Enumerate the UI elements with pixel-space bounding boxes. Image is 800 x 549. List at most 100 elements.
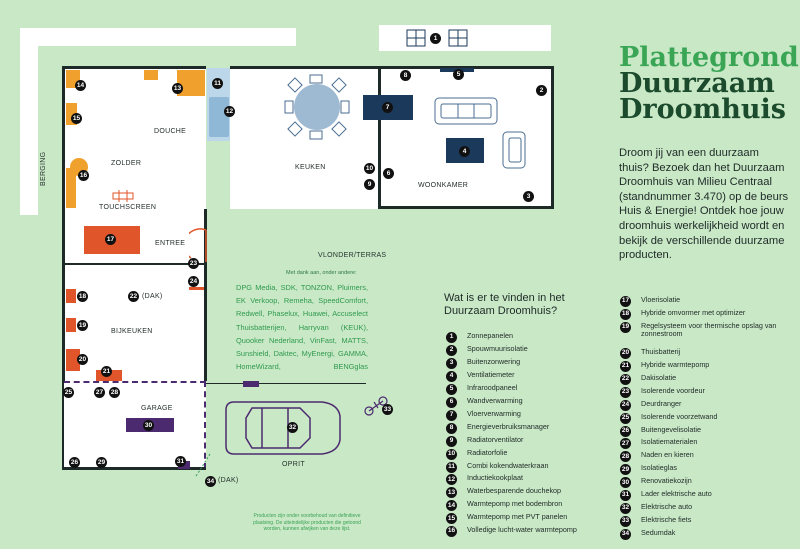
marker-29: 29 bbox=[96, 457, 107, 468]
legend-label: Wandverwarming bbox=[467, 395, 523, 405]
sponsors-list: DPG Media, SDK, TONZON, Pluimers, EK Ver… bbox=[236, 283, 368, 372]
room-vlonder: VLONDER/TERRAS bbox=[318, 252, 387, 259]
legend-label: Elektrische auto bbox=[641, 502, 693, 512]
legend-label: Dakisolatie bbox=[641, 372, 677, 382]
legend-number: 33 bbox=[620, 516, 631, 528]
dining-table bbox=[294, 84, 340, 130]
legend-label: Volledige lucht-water warmtepomp bbox=[467, 525, 577, 535]
marker-16: 16 bbox=[78, 170, 89, 181]
zolder-unit-13b bbox=[144, 70, 158, 80]
legend-number: 7 bbox=[446, 409, 457, 421]
legend-label: Lader elektrische auto bbox=[641, 489, 712, 499]
legend-number: 25 bbox=[620, 412, 631, 424]
legend-number: 20 bbox=[620, 347, 631, 359]
legend-label: Isolerende voordeur bbox=[641, 385, 705, 395]
legend-label: Buitengevelisolatie bbox=[641, 424, 701, 434]
legend-number: 27 bbox=[620, 438, 631, 450]
legend-number: 1 bbox=[446, 332, 457, 343]
marker-26: 26 bbox=[69, 457, 80, 468]
garage-side-dashed bbox=[204, 381, 206, 469]
front-door-icon bbox=[189, 228, 207, 262]
legend-label: Isolatiematerialen bbox=[641, 437, 698, 447]
marker-4: 4 bbox=[459, 146, 470, 157]
legend-number: 21 bbox=[620, 360, 631, 372]
outer-wall-top bbox=[20, 28, 296, 46]
entree-wall-left bbox=[62, 209, 65, 469]
marker-34: 34 bbox=[205, 476, 216, 487]
keuken-woonkamer-divider bbox=[378, 68, 381, 209]
entree-divider bbox=[64, 263, 206, 265]
car-icon bbox=[225, 401, 341, 455]
dak-22: (DAK) bbox=[142, 293, 163, 300]
legend-label: Spouwmuurisolatie bbox=[467, 343, 528, 353]
legend-number: 9 bbox=[446, 435, 457, 447]
legend-number: 3 bbox=[446, 357, 457, 369]
legend-item-24: 24 Deurdranger bbox=[620, 398, 792, 411]
zolder-wall-top bbox=[64, 66, 206, 69]
oprit-area bbox=[206, 383, 366, 469]
legend-number: 32 bbox=[620, 503, 631, 515]
legend-label: Ventilatiemeter bbox=[467, 369, 515, 379]
battery-20 bbox=[66, 349, 80, 371]
garage-door-dashed bbox=[64, 381, 206, 383]
marker-17: 17 bbox=[105, 234, 116, 245]
legend-label: Isolatieglas bbox=[641, 463, 677, 473]
oprit-marker bbox=[243, 381, 259, 387]
sedum-arrow-icon bbox=[195, 453, 211, 477]
room-keuken: KEUKEN bbox=[295, 164, 326, 171]
marker-5: 5 bbox=[453, 69, 464, 80]
legend-label: Isolerende voorzetwand bbox=[641, 411, 718, 421]
legend-number: 34 bbox=[620, 529, 631, 541]
legend-number: 31 bbox=[620, 490, 631, 502]
dak-34: (DAK) bbox=[218, 477, 239, 484]
legend-label: Vloerisolatie bbox=[641, 295, 681, 304]
legend-number: 19 bbox=[620, 321, 631, 333]
legend-item-34: 34 Sedumdak bbox=[620, 528, 792, 541]
sponsors-heading: Met dank aan, onder andere: bbox=[286, 270, 357, 276]
marker-15: 15 bbox=[71, 113, 82, 124]
marker-30: 30 bbox=[143, 420, 154, 431]
marker-20: 20 bbox=[77, 354, 88, 365]
marker-13: 13 bbox=[172, 83, 183, 94]
marker-33: 33 bbox=[382, 404, 393, 415]
regulator-19 bbox=[66, 318, 76, 332]
legend-number: 30 bbox=[620, 477, 631, 489]
intro-text: Droom jij van een duurzaam thuis? Bezoek… bbox=[619, 147, 789, 262]
armchair-icon bbox=[502, 131, 526, 169]
legend-number: 14 bbox=[446, 500, 457, 512]
marker-24: 24 bbox=[188, 276, 199, 287]
legend-item-32: 32 Elektrische auto bbox=[620, 502, 792, 515]
legend-label: Buitenzonwering bbox=[467, 356, 521, 366]
marker-32: 32 bbox=[287, 422, 298, 433]
room-douche: DOUCHE bbox=[154, 128, 187, 135]
legend-label: Inductiekookplaat bbox=[467, 473, 523, 483]
legend-label: Sedumdak bbox=[641, 528, 676, 538]
legend-number: 10 bbox=[446, 448, 457, 460]
inverter-18 bbox=[66, 289, 76, 303]
legend-item-27: 27 Isolatiematerialen bbox=[620, 437, 792, 450]
marker-19: 19 bbox=[77, 320, 88, 331]
legend-number: 24 bbox=[620, 399, 631, 411]
front-door-panel bbox=[189, 287, 204, 290]
room-berging: BERGING bbox=[40, 151, 47, 186]
legend-label: Infraroodpaneel bbox=[467, 382, 518, 392]
living-wall-bottom bbox=[380, 206, 554, 209]
legend-label: Deurdranger bbox=[641, 398, 682, 408]
